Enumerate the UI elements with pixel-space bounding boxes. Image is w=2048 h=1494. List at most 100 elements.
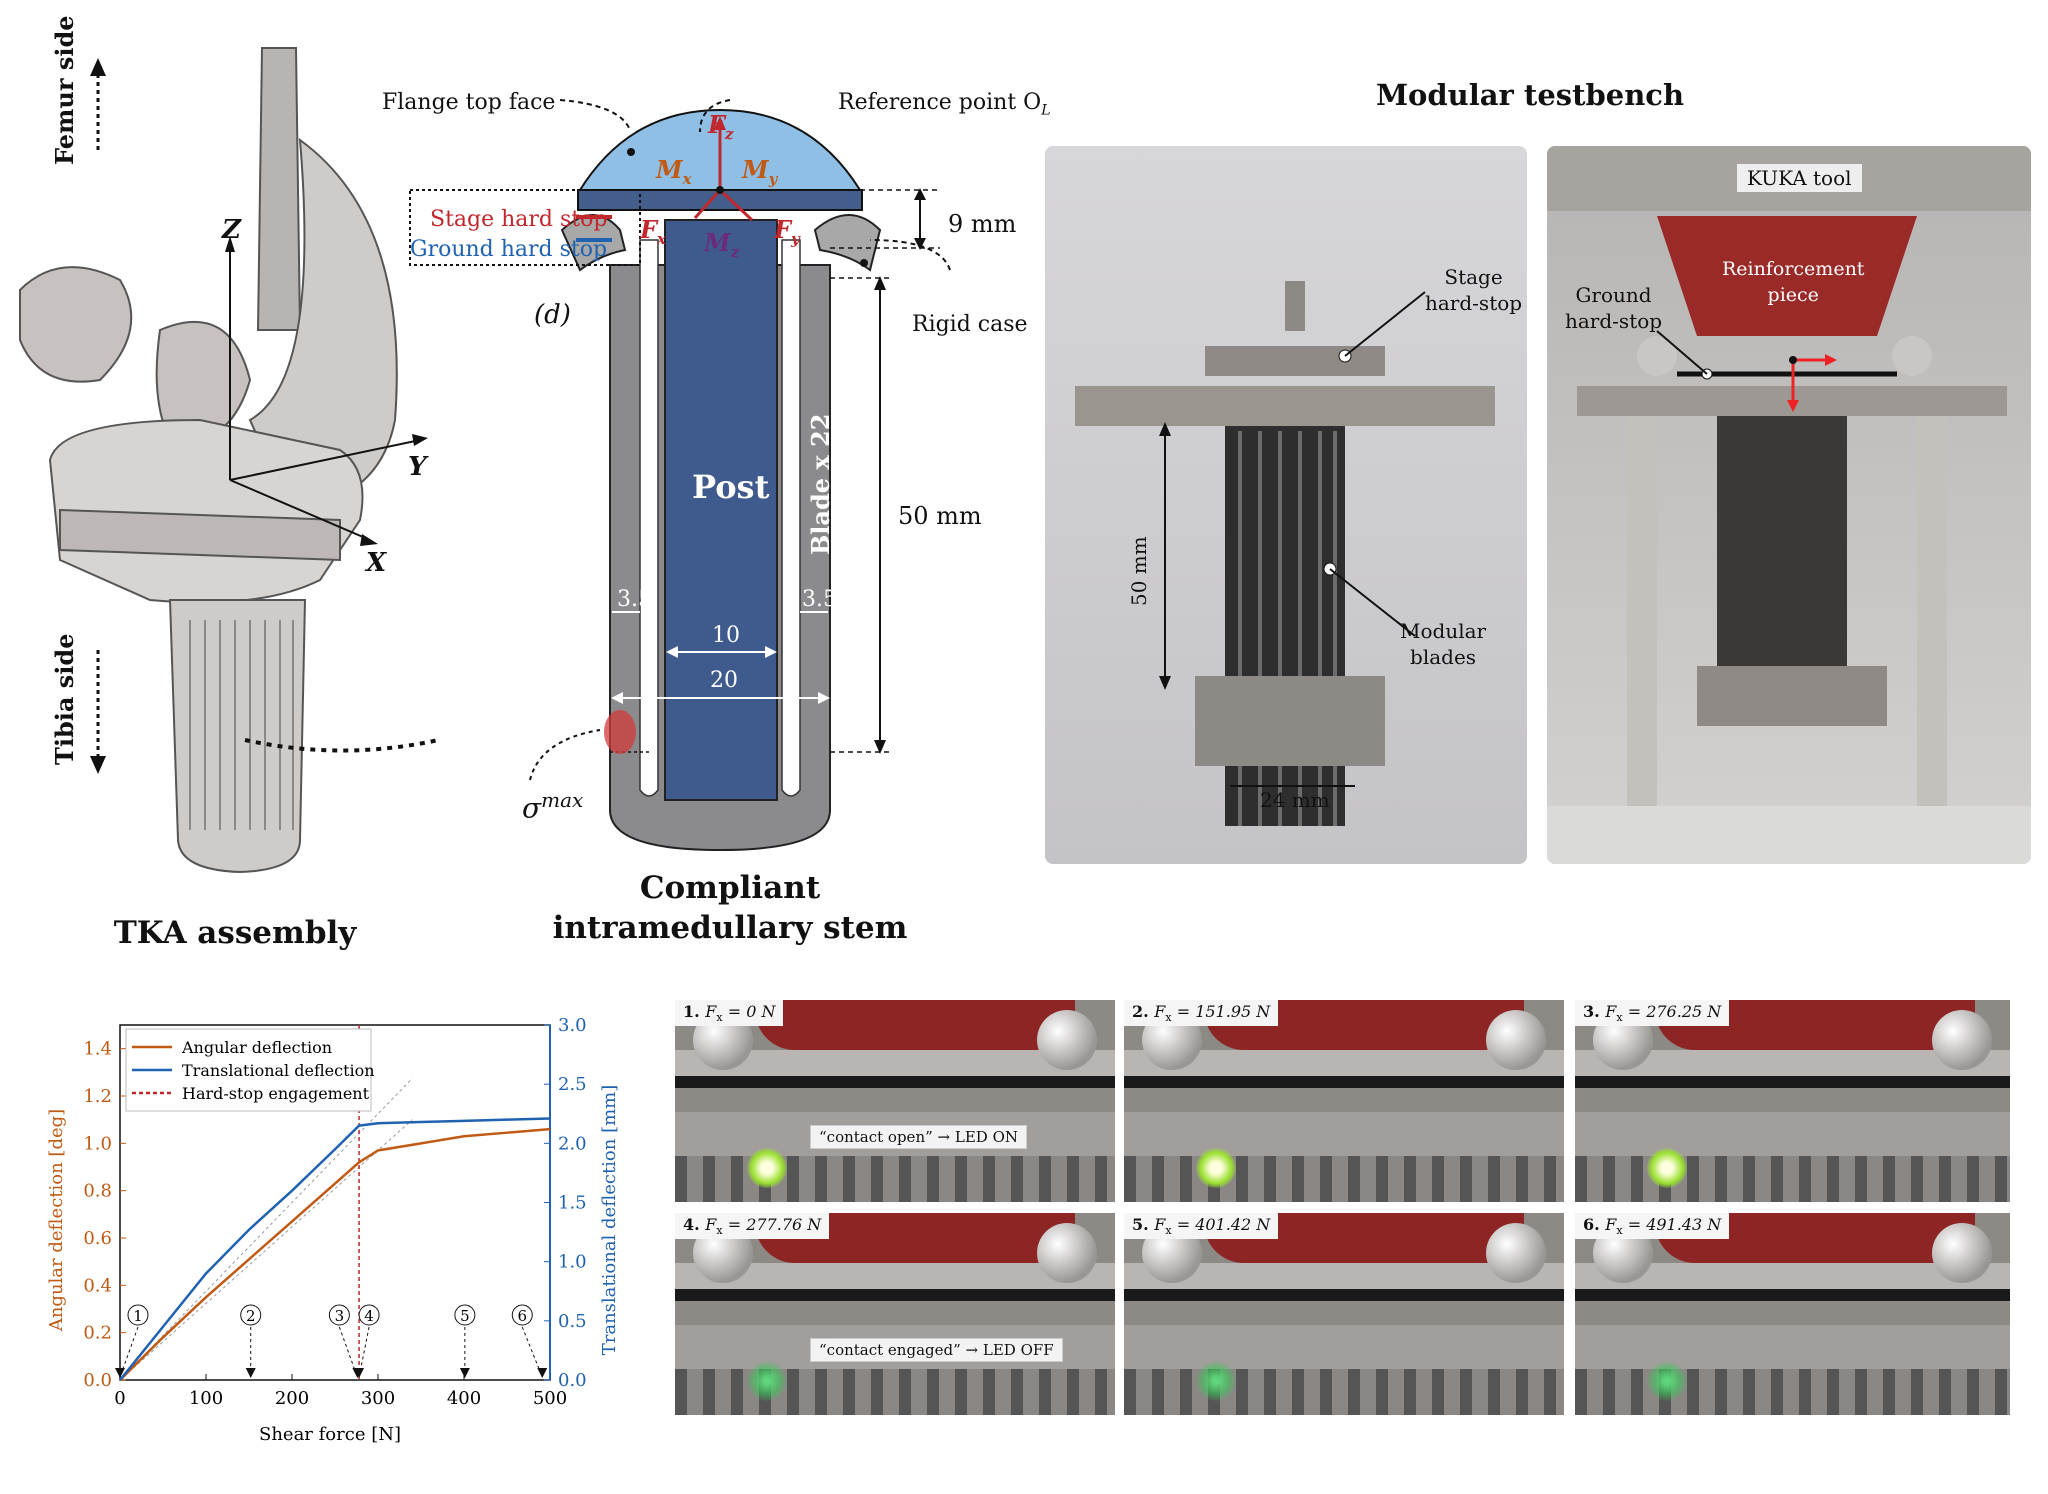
marker-arrowhead <box>245 1368 256 1378</box>
stem-diagram <box>409 99 951 852</box>
flange-plate <box>1575 1112 2010 1156</box>
nut-right <box>1932 1223 1992 1283</box>
post-label: Post <box>692 468 770 506</box>
chart-y2label: Translational deflection [mm] <box>599 1085 620 1356</box>
testbench-title: Modular testbench <box>1375 78 1685 112</box>
frame-number: 1. <box>683 1002 706 1021</box>
blade-label: Blade x 22 <box>806 413 835 555</box>
dim-24mm-photo: 24 mm <box>1260 788 1330 812</box>
mz-symbol: M <box>704 228 731 257</box>
modular-blades-label: Modular blades <box>1400 618 1486 670</box>
annotation-contact-open: “contact open” → LED ON <box>810 1125 1027 1149</box>
marker-label: 3 <box>335 1307 345 1325</box>
tibia-side-label: Tibia side <box>50 633 79 765</box>
chart-xlabel: Shear force [N] <box>259 1424 401 1445</box>
y-tick-label: 0.2 <box>83 1323 112 1344</box>
mx-symbol: M <box>656 155 683 184</box>
fz-sub: z <box>725 124 734 143</box>
marker-circle <box>358 1304 380 1326</box>
marker-circle <box>240 1304 262 1326</box>
led-frame-1: 1. Fx = 0 N “contact open” → LED ON <box>675 1000 1115 1202</box>
moment-my: My <box>742 155 777 188</box>
chart-ylabel: Angular deflection [deg] <box>46 1109 67 1332</box>
nut-right <box>1932 1010 1992 1070</box>
x-tick-label: 100 <box>189 1388 223 1409</box>
led-indicator <box>1647 1148 1687 1188</box>
marker-arrowhead <box>537 1368 548 1378</box>
frame-force-sub: x <box>716 1224 723 1238</box>
rigid-case-label: Rigid case <box>912 312 1028 337</box>
nut-right <box>1486 1223 1546 1283</box>
reinforcement-line2: piece <box>1767 284 1819 306</box>
frame-number: 3. <box>1583 1002 1606 1021</box>
dim-10: 10 <box>712 623 740 648</box>
panel-d-label: (d) <box>534 300 571 330</box>
my-sub: y <box>768 169 778 188</box>
y2-tick-label: 0.5 <box>558 1311 587 1332</box>
frame-number: 2. <box>1132 1002 1155 1021</box>
sigma-sup: max <box>541 788 584 812</box>
stem-title-line2: intramedullary stem <box>552 910 908 946</box>
hard-stop-gap <box>675 1076 1115 1088</box>
flange-top-face-label: Flange top face <box>382 90 556 115</box>
frame-force-sub: x <box>1616 1011 1623 1025</box>
marker-arrowhead <box>354 1368 365 1378</box>
testbench-left-drawing <box>1075 281 1495 826</box>
force-fx: Fx <box>640 215 666 248</box>
marker-label: 2 <box>246 1307 256 1325</box>
marker-arrowhead <box>115 1368 125 1378</box>
my-symbol: M <box>742 155 769 184</box>
sigma-max-label: σmax <box>522 788 583 824</box>
y2-tick-label: 3.0 <box>558 1015 587 1036</box>
stage-hardstop-photo-label: Stage hard-stop <box>1425 264 1522 316</box>
frame-caption: 1. Fx = 0 N <box>675 1000 784 1027</box>
fx-sub: x <box>657 229 666 248</box>
stem-title-line1: Compliant <box>639 870 821 906</box>
frame-force-value: = 0 N <box>722 1002 776 1021</box>
flange-plate <box>1124 1325 1564 1369</box>
marker-circle <box>511 1304 533 1326</box>
axis-x-label: X <box>366 548 387 578</box>
frame-force-symbol: F <box>1154 1215 1166 1234</box>
stage-line1: Stage <box>1444 265 1503 289</box>
reinforcement-label: Reinforcement piece <box>1722 256 1864 308</box>
led-frame-2: 2. Fx = 151.95 N <box>1124 1000 1564 1202</box>
nut-right <box>1037 1010 1097 1070</box>
x-tick-label: 200 <box>275 1388 309 1409</box>
led-indicator <box>747 1148 787 1188</box>
flange-plate <box>1124 1112 1564 1156</box>
blade-row <box>675 1156 1115 1202</box>
marker-label: 1 <box>133 1307 143 1325</box>
translational-linear-guide <box>119 1077 413 1381</box>
series-line-translational-deflection <box>119 1117 551 1381</box>
femur-side-label: Femur side <box>50 15 79 165</box>
stage-hard-stop-label: Stage hard stop <box>430 207 608 232</box>
legend-label: Translational deflection <box>182 1061 375 1080</box>
dim-50mm-photo: 50 mm <box>1127 536 1151 606</box>
axis-z-label: Z <box>222 215 241 245</box>
dim-3-5-right: 3.5 <box>802 587 837 612</box>
frame-force-symbol: F <box>705 1215 717 1234</box>
frame-force-value: = 151.95 N <box>1171 1002 1271 1021</box>
frame-caption: 3. Fx = 276.25 N <box>1575 1000 1730 1027</box>
frame-force-sub: x <box>1165 1224 1172 1238</box>
legend-label: Angular deflection <box>181 1038 332 1057</box>
y2-tick-label: 1.0 <box>558 1252 587 1273</box>
nut-right <box>1037 1223 1097 1283</box>
frame-force-symbol: F <box>1154 1002 1166 1021</box>
dim-3-5-left: 3.5 <box>617 587 652 612</box>
blades-line1: Modular <box>1400 619 1487 643</box>
blade-row <box>1124 1156 1564 1202</box>
frame-force-symbol: F <box>1605 1002 1617 1021</box>
moment-mz: Mz <box>704 228 739 261</box>
frame-caption: 4. Fx = 277.76 N <box>675 1213 830 1240</box>
angular-linear-guide <box>119 1119 413 1381</box>
moment-mx: Mx <box>656 155 692 188</box>
frame-number: 5. <box>1132 1215 1155 1234</box>
x-tick-label: 500 <box>533 1388 567 1409</box>
tka-assembly-illustration <box>19 47 440 874</box>
annotation-contact-engaged: “contact engaged” → LED OFF <box>810 1338 1063 1362</box>
reference-point-label: Reference point OL <box>838 90 1051 118</box>
frame-force-sub: x <box>716 1011 723 1025</box>
hard-stop-gap <box>1124 1076 1564 1088</box>
